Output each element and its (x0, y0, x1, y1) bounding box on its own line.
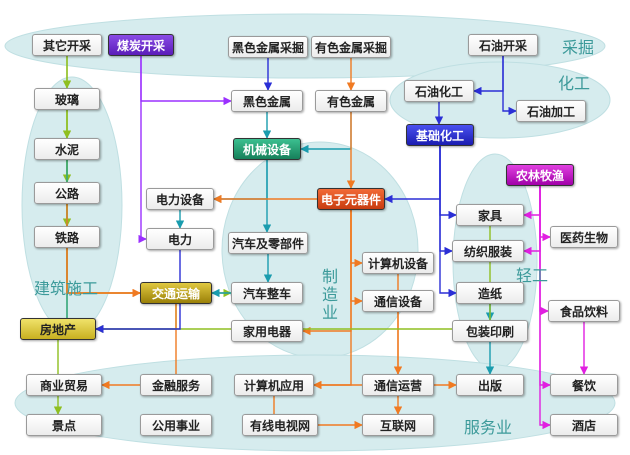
node-cable-tv[interactable]: 有线电视网 (242, 414, 318, 436)
edge-coal_mining-to-power (138, 56, 147, 244)
node-internet[interactable]: 互联网 (362, 414, 434, 436)
node-food-beverage[interactable]: 食品饮料 (548, 300, 620, 322)
edge-railway-to-transport (66, 248, 141, 298)
edge-coal_mining-to-ferrous_metal (140, 56, 232, 106)
zone-label-chemical: 化工 (558, 74, 591, 93)
zone-service-region (14, 354, 616, 452)
node-publishing[interactable]: 出版 (456, 374, 524, 396)
node-computer-apps[interactable]: 计算机应用 (234, 374, 314, 396)
zone-label-manufacturing: 制造业 (319, 268, 338, 322)
node-paper[interactable]: 造纸 (456, 282, 524, 304)
node-oil-mining[interactable]: 石油开采 (468, 34, 538, 56)
node-railway[interactable]: 铁路 (34, 226, 100, 248)
zone-label-construction: 建筑施工 (34, 279, 99, 298)
edge-agriculture-to-hotel (539, 186, 551, 430)
edge-basic_chem-to-furniture (439, 146, 457, 220)
node-nonferrous-mining[interactable]: 有色金属采掘 (311, 36, 391, 58)
node-commerce[interactable]: 商业贸易 (26, 374, 102, 396)
node-glass[interactable]: 玻璃 (34, 88, 100, 110)
node-textile[interactable]: 纺织服装 (452, 240, 524, 262)
node-power-equipment[interactable]: 电力设备 (146, 188, 214, 210)
zone-label-service: 服务业 (464, 418, 513, 437)
node-highway[interactable]: 公路 (34, 182, 100, 204)
node-auto[interactable]: 汽车整车 (231, 282, 303, 304)
node-finance[interactable]: 金融服务 (140, 374, 212, 396)
node-pharma-bio[interactable]: 医药生物 (550, 226, 618, 248)
node-oil-processing[interactable]: 石油加工 (516, 100, 586, 122)
node-hotel[interactable]: 酒店 (550, 414, 618, 436)
node-power[interactable]: 电力 (146, 228, 214, 250)
node-basic-chemical[interactable]: 基础化工 (406, 124, 474, 146)
node-cement[interactable]: 水泥 (34, 138, 100, 160)
edge-agriculture-to-food_beverage (539, 186, 549, 316)
node-computer-equipment[interactable]: 计算机设备 (362, 252, 434, 274)
node-telecom-ops[interactable]: 通信运营 (362, 374, 434, 396)
node-utilities[interactable]: 公用事业 (140, 414, 212, 436)
node-catering[interactable]: 餐饮 (550, 374, 618, 396)
node-coal-mining[interactable]: 煤炭开采 (108, 34, 174, 56)
node-home-appliances[interactable]: 家用电器 (231, 320, 303, 342)
node-ferrous-metal[interactable]: 黑色金属 (231, 90, 303, 112)
node-furniture[interactable]: 家具 (456, 204, 524, 226)
node-agriculture[interactable]: 农林牧渔 (506, 164, 574, 186)
zone-label-mining: 采掘 (562, 38, 595, 57)
node-petrochemical[interactable]: 石油化工 (404, 80, 474, 102)
edge-power-to-real_estate (95, 250, 181, 334)
node-comm-equipment[interactable]: 通信设备 (362, 290, 434, 312)
edge-basic_chem-to-paper (439, 146, 457, 298)
node-ferrous-mining[interactable]: 黑色金属采掘 (228, 36, 308, 58)
zone-label-light: 轻工 (516, 266, 549, 285)
edge-oil_mining-to-oil_processing (502, 56, 517, 116)
node-nonferrous-metal[interactable]: 有色金属 (315, 90, 387, 112)
node-real-estate[interactable]: 房地产 (20, 318, 96, 340)
node-auto-parts[interactable]: 汽车及零部件 (228, 232, 308, 254)
node-packaging[interactable]: 包装印刷 (452, 320, 528, 342)
node-other-mining[interactable]: 其它开采 (32, 34, 102, 56)
edge-agriculture-to-pharma_bio (539, 186, 551, 242)
node-machinery[interactable]: 机械设备 (233, 138, 301, 160)
edge-basic_chem-to-textile (439, 146, 453, 256)
node-electronics[interactable]: 电子元器件 (317, 188, 385, 210)
node-scenic[interactable]: 景点 (26, 414, 102, 436)
edge-transport-to-real_estate (95, 304, 177, 334)
node-transport[interactable]: 交通运输 (140, 282, 212, 304)
